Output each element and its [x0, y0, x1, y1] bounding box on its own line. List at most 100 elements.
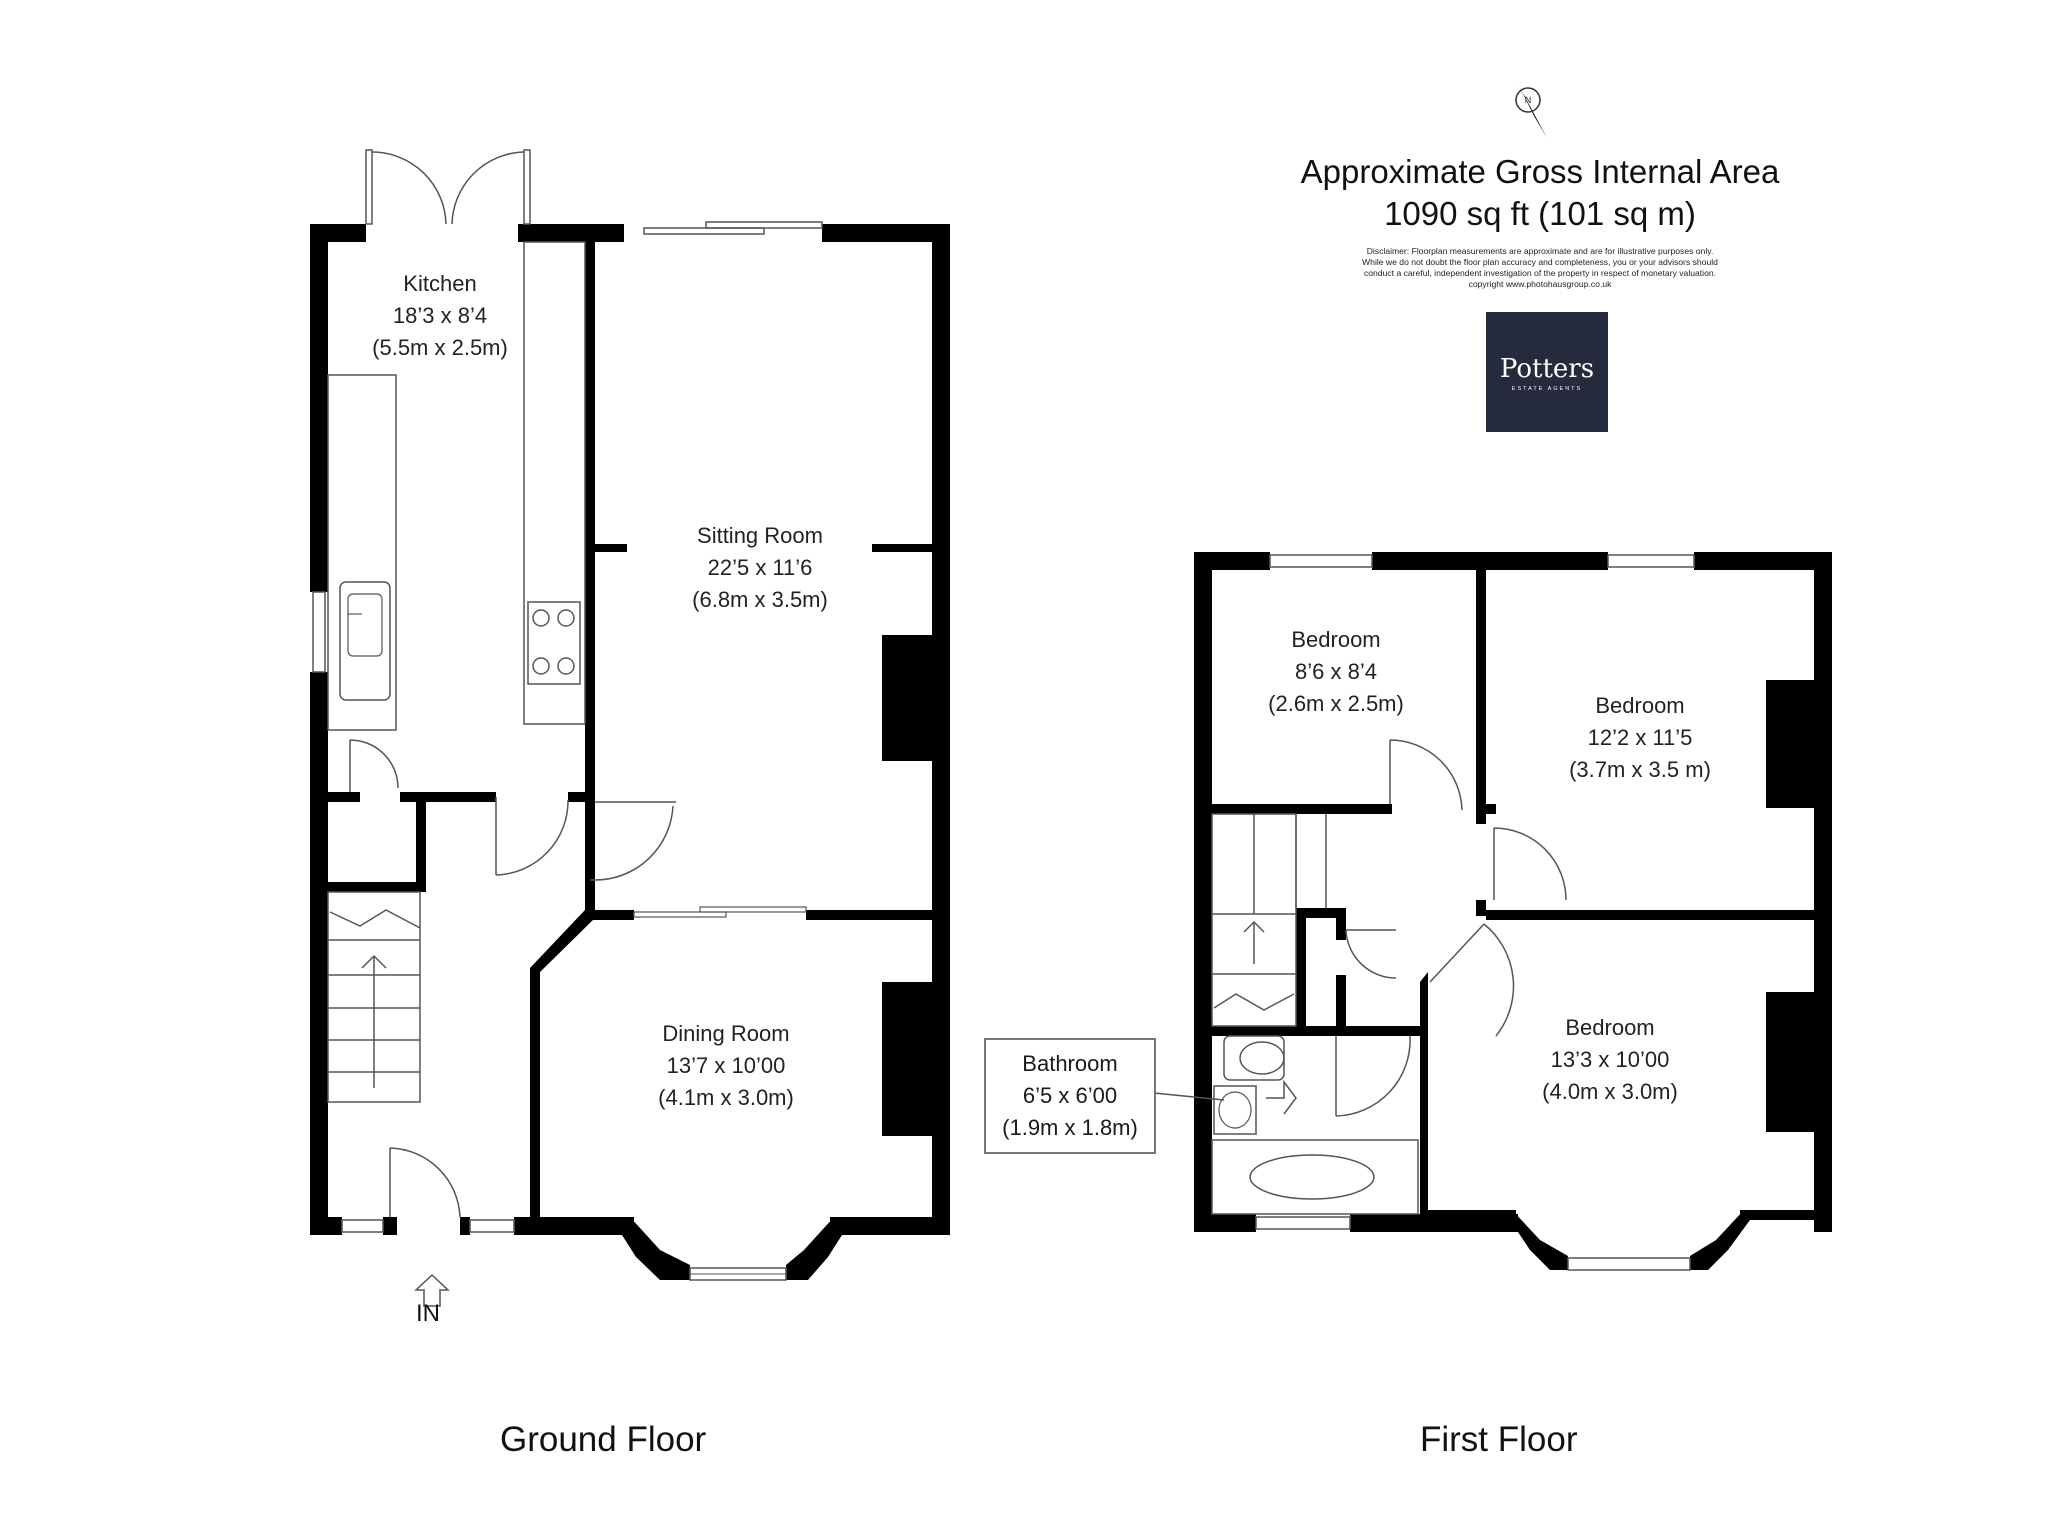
chimney-breast — [1766, 992, 1816, 1132]
door-swing — [1429, 923, 1515, 1037]
wall — [1476, 814, 1486, 824]
wall — [416, 792, 426, 888]
disclaimer: Disclaimer: Floorplan measurements are a… — [1362, 246, 1718, 289]
sliding-door — [705, 221, 823, 229]
room-label-bedroom-2: Bedroom 12’2 x 11’5 (3.7m x 3.5 m) — [1569, 693, 1711, 782]
window — [1607, 554, 1695, 568]
bay-window-wall — [1510, 1210, 1568, 1270]
sliding-door — [699, 906, 807, 913]
wall — [310, 224, 366, 242]
wall — [310, 224, 328, 592]
bay-window-wall — [786, 1217, 842, 1280]
window — [1269, 554, 1373, 568]
wall — [568, 792, 595, 802]
window — [1255, 1216, 1351, 1230]
door-swing — [349, 739, 399, 792]
room-label-bathroom: Bathroom 6’5 x 6’00 (1.9m x 1.8m) — [984, 1038, 1156, 1154]
wall — [1420, 972, 1428, 1214]
wall — [585, 802, 595, 914]
wall — [400, 792, 496, 802]
wall — [1814, 552, 1832, 1232]
wall — [1212, 1026, 1420, 1036]
kitchen-counter — [327, 374, 397, 731]
window — [1567, 1257, 1691, 1271]
window — [312, 591, 326, 673]
room-label-kitchen: Kitchen 18’3 x 8’4 (5.5m x 2.5m) — [372, 271, 508, 360]
wall — [932, 224, 950, 1235]
wall — [1296, 908, 1306, 1026]
wall — [310, 1217, 342, 1235]
door-swing — [389, 1147, 461, 1218]
wall — [872, 544, 932, 552]
staircase — [327, 891, 421, 1103]
chimney-breast — [882, 635, 934, 761]
door-swing — [594, 801, 676, 881]
room-label-dining-room: Dining Room 13’7 x 10’00 (4.1m x 3.0m) — [658, 1021, 794, 1110]
entrance-arrow-icon — [414, 1273, 450, 1307]
shower-arrow-icon — [1266, 1079, 1297, 1115]
wall — [1740, 1210, 1832, 1220]
window — [341, 1219, 384, 1233]
ground-floor-plan — [310, 149, 950, 1307]
wall — [1336, 975, 1346, 1026]
wall — [1486, 804, 1496, 814]
sliding-door — [643, 227, 765, 235]
wall — [585, 242, 595, 802]
chimney-breast — [882, 982, 934, 1136]
chimney-breast — [1766, 680, 1816, 808]
wall — [1476, 570, 1486, 814]
wall — [328, 882, 426, 892]
wall — [514, 1217, 634, 1235]
room-label-sitting-room: Sitting Room 22’5 x 11’6 (6.8m x 3.5m) — [692, 523, 828, 612]
wall — [1476, 900, 1486, 916]
wall — [383, 1217, 397, 1235]
compass-icon — [1515, 86, 1547, 138]
wall — [1296, 908, 1346, 918]
bay-window-wall — [1690, 1210, 1750, 1270]
staircase — [1211, 813, 1327, 1027]
basin-icon — [1213, 1085, 1257, 1135]
hob-icon — [527, 601, 581, 685]
door-swing — [1493, 827, 1567, 901]
area-title: Approximate Gross Internal Area 1090 sq … — [1300, 153, 1780, 232]
door-swing — [495, 797, 569, 876]
wall — [595, 544, 627, 552]
wall — [1194, 1214, 1256, 1232]
wall — [1336, 908, 1346, 940]
bay-window-wall — [622, 1217, 690, 1280]
entrance-label: IN — [416, 1300, 440, 1327]
wall — [830, 1217, 950, 1235]
bath-panel — [1211, 1139, 1419, 1215]
bathtub-icon — [1249, 1154, 1375, 1200]
wall — [518, 224, 624, 242]
wall — [806, 910, 934, 920]
room-label-bedroom-3: Bedroom 13’3 x 10’00 (4.0m x 3.0m) — [1542, 1015, 1678, 1104]
wall — [310, 672, 328, 1235]
first-floor-plan — [1153, 552, 1832, 1271]
door-swing — [1335, 1035, 1411, 1117]
first-floor-title: First Floor — [1420, 1420, 1578, 1459]
wall — [530, 910, 595, 1217]
wall — [1212, 804, 1392, 814]
wall — [1694, 552, 1832, 570]
wall — [1486, 910, 1832, 920]
door-swing — [371, 151, 447, 225]
brand-logo: Potters ESTATE AGENTS — [1486, 312, 1608, 432]
ground-floor-title: Ground Floor — [500, 1420, 707, 1459]
kitchen-counter — [523, 241, 586, 725]
wall — [590, 910, 634, 920]
sink-icon — [339, 581, 391, 701]
wall — [460, 1217, 470, 1235]
door-swing — [1389, 739, 1463, 811]
wall — [328, 792, 360, 802]
window — [469, 1219, 515, 1233]
compass-letter: N — [1524, 95, 1532, 105]
room-label-bedroom-1: Bedroom 8’6 x 8’4 (2.6m x 2.5m) — [1268, 627, 1404, 716]
wall — [1194, 552, 1212, 1232]
door-swing — [1345, 929, 1397, 979]
wall — [1372, 552, 1608, 570]
sliding-door — [633, 911, 727, 918]
wall — [1194, 552, 1270, 570]
wall — [1420, 1210, 1516, 1220]
